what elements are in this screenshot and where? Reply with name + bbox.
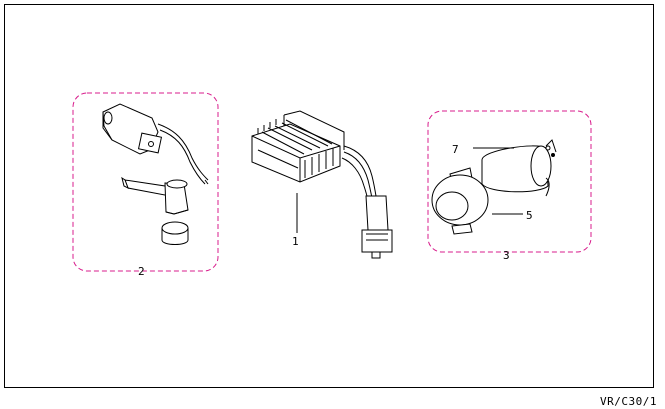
diagram-frame [4,4,654,388]
relay-cover [431,167,489,235]
leader-lines [296,147,523,233]
ignition-coil [102,103,209,185]
callout-2: 2 [138,265,145,278]
callout-1: 1 [292,235,299,248]
regulator-rectifier [251,110,393,259]
callout-7: 7 [452,143,459,156]
group-outline-left [72,92,219,272]
group-outline-right [427,110,592,253]
callout-3: 3 [503,249,510,262]
suppressor-cap [161,221,189,245]
callout-5: 5 [526,209,533,222]
spark-plug-cap [121,176,189,215]
starter-relay [481,139,557,197]
figure-code: VR/C30/1 [600,395,657,408]
